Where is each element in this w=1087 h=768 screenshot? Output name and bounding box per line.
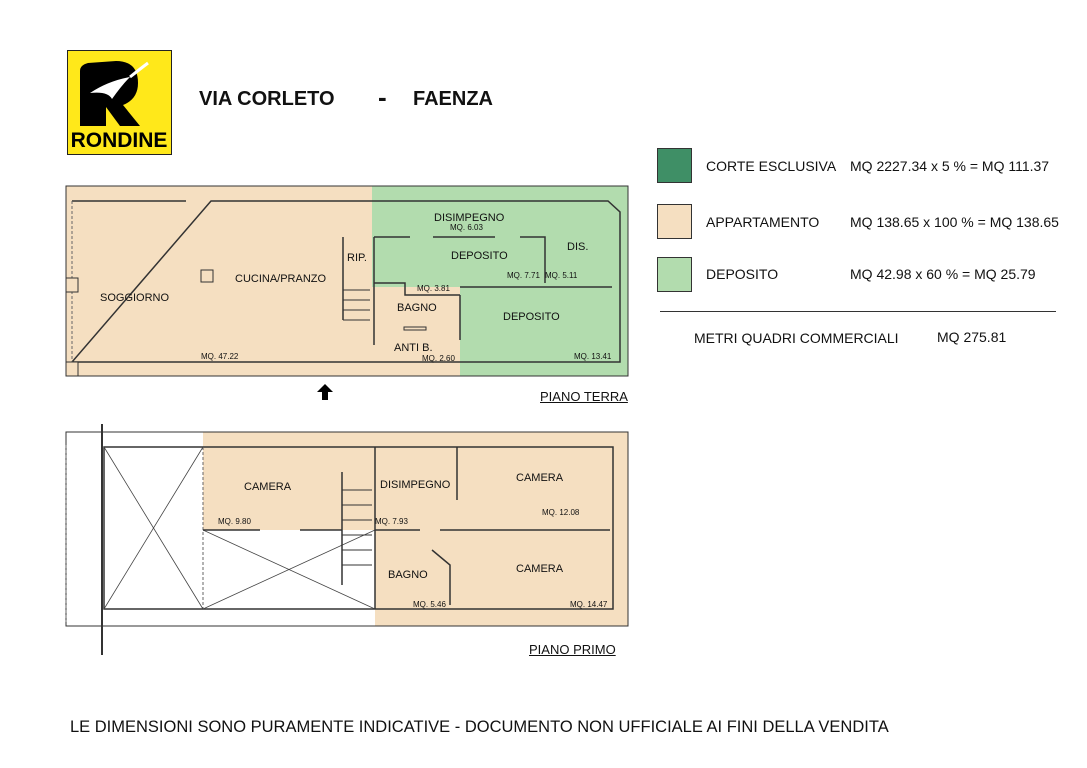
room-area: MQ. 14.47 bbox=[570, 600, 608, 609]
svg-text:RONDINE: RONDINE bbox=[71, 129, 168, 152]
legend-calc: MQ 138.65 x 100 % = MQ 138.65 bbox=[850, 214, 1059, 230]
legend-label: APPARTAMENTO bbox=[706, 214, 820, 230]
floor-label-ground: PIANO TERRA bbox=[540, 389, 628, 404]
legend-calc: MQ 2227.34 x 5 % = MQ 111.37 bbox=[850, 158, 1050, 174]
room-label: DEPOSITO bbox=[451, 250, 508, 262]
city-title: FAENZA bbox=[413, 88, 493, 110]
room-label: BAGNO bbox=[397, 302, 437, 314]
room-label: DISIMPEGNO bbox=[434, 212, 505, 224]
legend-label: DEPOSITO bbox=[706, 266, 779, 282]
room-area: MQ. 3.81 bbox=[417, 284, 450, 293]
room-area: MQ. 6.03 bbox=[450, 223, 483, 232]
total-label: METRI QUADRI COMMERCIALI bbox=[694, 330, 899, 346]
room-label: CAMERA bbox=[516, 472, 564, 484]
legend-calc: MQ 42.98 x 60 % = MQ 25.79 bbox=[850, 266, 1036, 282]
legend-swatch-appartamento bbox=[657, 204, 692, 239]
legend-swatch-corte bbox=[657, 148, 692, 183]
room-area: MQ. 9.80 bbox=[218, 517, 251, 526]
room-label: DISIMPEGNO bbox=[380, 479, 451, 491]
total-value: MQ 275.81 bbox=[937, 329, 1007, 345]
rondine-logo: RONDINE bbox=[67, 50, 172, 155]
divider bbox=[660, 311, 1056, 312]
room-label: BAGNO bbox=[388, 569, 428, 581]
legend-swatch-deposito bbox=[657, 257, 692, 292]
street-title: VIA CORLETO bbox=[199, 88, 335, 110]
room-area: MQ. 7.71 bbox=[507, 271, 540, 280]
disclaimer: LE DIMENSIONI SONO PURAMENTE INDICATIVE … bbox=[70, 718, 889, 736]
room-label: RIP. bbox=[347, 252, 367, 264]
room-label: DIS. bbox=[567, 241, 588, 253]
room-area: MQ. 47.22 bbox=[201, 352, 239, 361]
ground-floor-plan: SOGGIORNO CUCINA/PRANZO MQ. 47.22 RIP. D… bbox=[65, 185, 629, 400]
room-area: MQ. 2.60 bbox=[422, 354, 455, 363]
room-area: MQ. 12.08 bbox=[542, 508, 580, 517]
room-area: MQ. 5.11 bbox=[545, 271, 578, 280]
room-label: CUCINA/PRANZO bbox=[235, 273, 327, 285]
room-label: ANTI B. bbox=[394, 342, 433, 354]
room-area: MQ. 5.46 bbox=[413, 600, 446, 609]
title-separator: - bbox=[378, 82, 387, 112]
entrance-arrow-icon bbox=[317, 384, 333, 400]
room-label: SOGGIORNO bbox=[100, 292, 170, 304]
room-label: CAMERA bbox=[244, 481, 292, 493]
floor-label-first: PIANO PRIMO bbox=[529, 642, 616, 657]
room-label: CAMERA bbox=[516, 563, 564, 575]
room-area: MQ. 7.93 bbox=[375, 517, 408, 526]
room-label: DEPOSITO bbox=[503, 311, 560, 323]
legend-label: CORTE ESCLUSIVA bbox=[706, 158, 837, 174]
first-floor-plan: CAMERA MQ. 9.80 DISIMPEGNO MQ. 7.93 CAME… bbox=[65, 424, 629, 655]
room-area: MQ. 13.41 bbox=[574, 352, 612, 361]
